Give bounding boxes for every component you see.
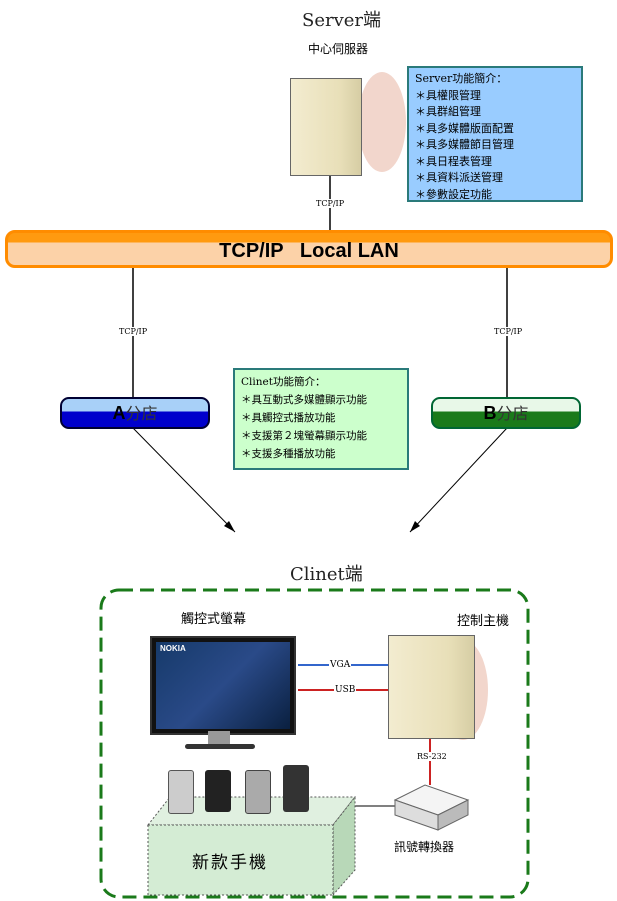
feature-item: ＊支援多種播放功能 — [241, 448, 336, 460]
branch-a-label: 分店 — [125, 404, 158, 423]
host-label: 控制主機 — [457, 614, 510, 629]
control-host-icon — [388, 635, 475, 739]
phones-label: 新款手機 — [192, 853, 268, 873]
monitor-base — [185, 744, 255, 749]
phone-icon — [245, 770, 271, 814]
client-section-title: Clinet端 — [290, 564, 363, 585]
feature-item: ＊具群組管理 — [415, 105, 481, 118]
monitor-label: 觸控式螢幕 — [181, 612, 247, 627]
tcpip-label-a: TCP/IP — [118, 327, 149, 336]
tcpip-label-b: TCP/IP — [493, 327, 524, 336]
server-features-box: Server功能簡介： ＊具權限管理 ＊具群組管理 ＊具多媒體版面配置 ＊具多媒… — [407, 66, 583, 202]
screen-brand: NOKIA — [160, 644, 186, 653]
phone-icon — [283, 765, 309, 812]
touch-monitor: NOKIA — [150, 636, 296, 735]
branch-a-letter: A — [112, 403, 126, 423]
monitor-stand — [208, 731, 230, 745]
feature-item: ＊具多媒體版面配置 — [415, 121, 514, 135]
feature-item: ＊具觸控式播放功能 — [241, 412, 336, 424]
server-icon — [290, 78, 362, 176]
feature-item: ＊支援第２塊螢幕顯示功能 — [241, 430, 367, 442]
server-section-title: Server端 — [302, 10, 382, 31]
feature-item: ＊具多媒體節目管理 — [415, 138, 514, 151]
feature-item: ＊具資料派送管理 — [415, 171, 503, 184]
feature-item: ＊具日程表管理 — [415, 154, 492, 168]
a-client-arrow — [132, 427, 236, 533]
signal-converter — [437, 799, 469, 831]
local-lan-bar: TCP/IP Local LAN — [5, 230, 613, 268]
server-label: 中心伺服器 — [308, 42, 369, 56]
feature-item: ＊參數設定功能 — [415, 187, 492, 201]
phone-display-stand — [147, 824, 334, 896]
server-features-heading: Server功能簡介： — [415, 72, 508, 85]
phone-icon — [168, 770, 194, 814]
feature-item: ＊具互動式多媒體顯示功能 — [241, 394, 367, 406]
usb-label: USB — [334, 685, 357, 695]
branch-b-label: 分店 — [496, 404, 529, 423]
b-client-arrow — [409, 427, 508, 533]
client-features-box: Clinet功能簡介： ＊具互動式多媒體顯示功能 ＊具觸控式播放功能 ＊支援第２… — [233, 368, 409, 470]
feature-item: ＊具權限管理 — [415, 88, 481, 102]
converter-label: 訊號轉換器 — [394, 840, 455, 854]
rs232-label: RS-232 — [416, 752, 448, 761]
vga-label: VGA — [329, 660, 352, 670]
branch-b: B分店 — [431, 397, 581, 429]
client-features-heading: Clinet功能簡介： — [241, 376, 326, 388]
branch-b-letter: B — [483, 403, 497, 423]
client-boundary — [99, 588, 530, 899]
phone-icon — [205, 770, 231, 812]
arrow-head — [410, 521, 420, 532]
server-shadow — [358, 72, 406, 172]
arrow-head — [224, 521, 235, 532]
branch-a: A分店 — [60, 397, 210, 429]
tcpip-label-server: TCP/IP — [315, 199, 346, 208]
